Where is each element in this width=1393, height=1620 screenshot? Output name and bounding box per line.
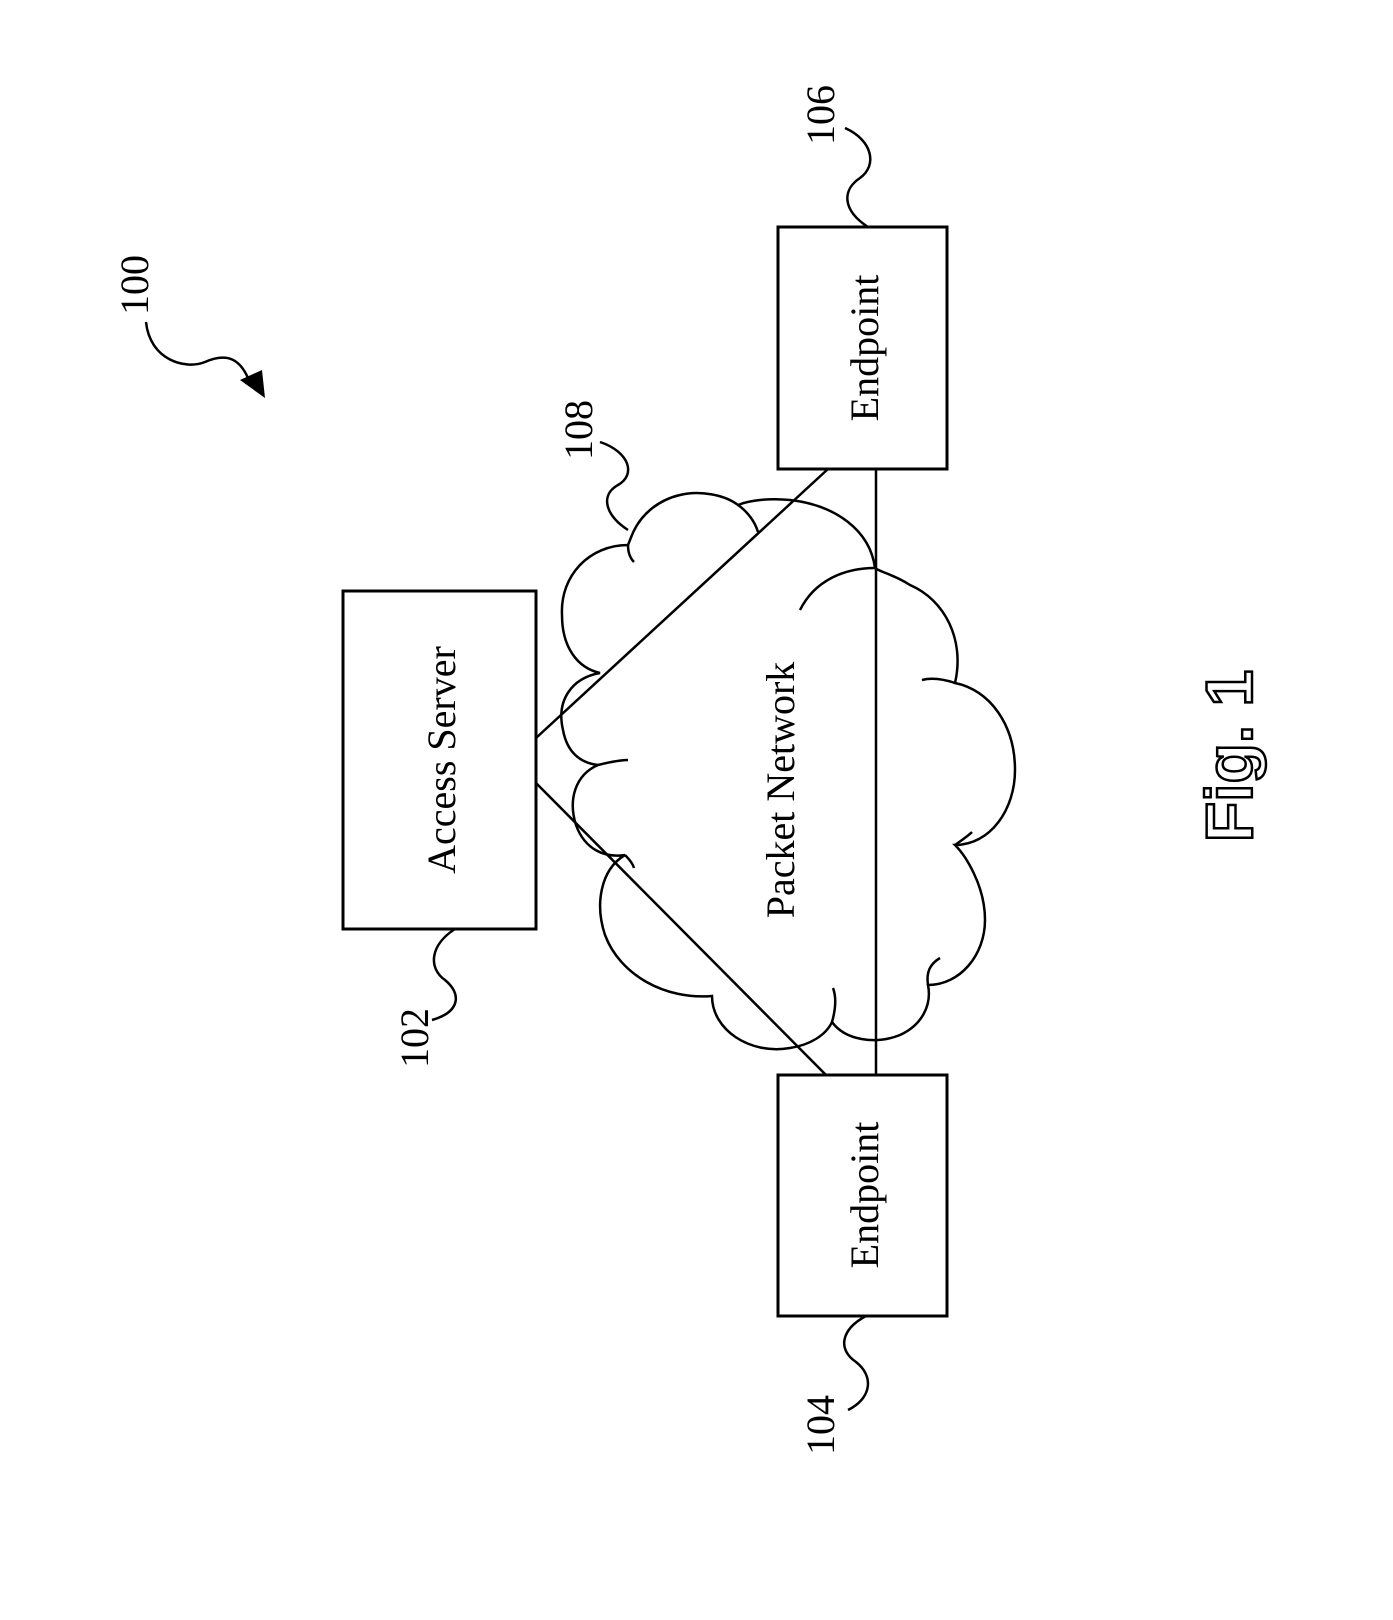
ref-endpoint-bottom: 104: [798, 1316, 868, 1455]
ref-104-leader: [844, 1316, 868, 1410]
ref-106-number: 106: [798, 85, 843, 145]
ref-108-number: 108: [556, 400, 601, 460]
cloud-inner-arc-2: [625, 855, 634, 868]
ref-106-leader: [845, 128, 870, 227]
access-server-node: Access Server: [343, 591, 536, 929]
network-label: Packet Network: [758, 662, 803, 919]
cloud-inner-arc-8: [738, 505, 758, 532]
cloud-inner-arc-1: [598, 760, 628, 765]
figure-ref-arrowhead: [240, 370, 265, 398]
figure-reference: 100: [112, 255, 265, 398]
access-server-label: Access Server: [419, 646, 464, 874]
ref-104-number: 104: [798, 1395, 843, 1455]
cloud-inner-arc-7: [800, 568, 875, 610]
packet-network-cloud: Packet Network: [561, 493, 1015, 1049]
endpoint-top-node: Endpoint: [778, 227, 947, 469]
cloud-inner-arc-3: [832, 988, 835, 1022]
endpoint-bottom-node: Endpoint: [778, 1075, 947, 1316]
endpoint-bottom-label: Endpoint: [842, 1122, 887, 1269]
figure-ref-number: 100: [112, 255, 157, 315]
ref-102-number: 102: [392, 1008, 437, 1068]
ref-packet-network: 108: [556, 400, 628, 530]
ref-access-server: 102: [392, 929, 456, 1068]
endpoint-top-label: Endpoint: [842, 275, 887, 422]
figure-caption: Fig. 1: [1192, 670, 1266, 842]
cloud-inner-arc-9: [628, 545, 634, 562]
ref-endpoint-top: 106: [798, 85, 870, 227]
ref-102-leader: [432, 929, 456, 1020]
ref-108-leader: [600, 442, 628, 530]
cloud-inner-arc-6: [922, 679, 955, 683]
cloud-inner-arc-4: [928, 958, 941, 985]
figure-ref-leader: [146, 322, 248, 378]
